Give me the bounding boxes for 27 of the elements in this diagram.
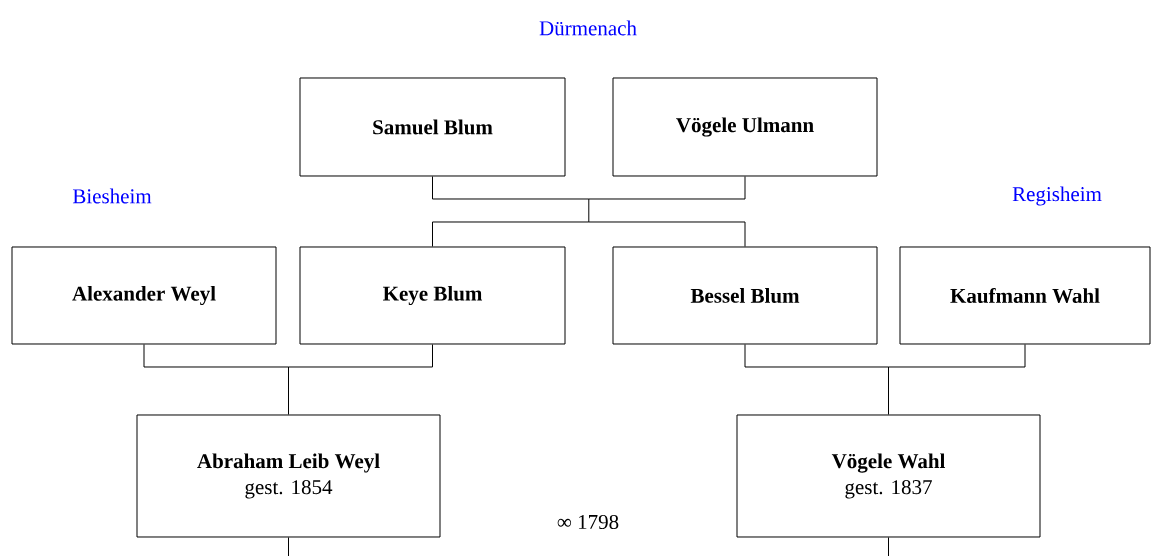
family-line <box>888 366 889 391</box>
family-line <box>432 176 590 200</box>
person-box: Abraham Leib Weyl gest. 1854 <box>136 414 441 538</box>
person-box: Vögele Ulmann <box>612 77 878 177</box>
person-box: Keye Blum <box>299 246 566 345</box>
person-box: Kaufmann Wahl <box>899 246 1151 345</box>
marriage-label: ∞ 1798 <box>557 514 619 530</box>
place-label: Dürmenach <box>539 20 637 36</box>
family-line <box>432 221 590 247</box>
family-line <box>288 389 289 415</box>
family-line <box>888 537 889 556</box>
place-label: Biesheim <box>72 188 152 204</box>
family-line <box>288 537 289 556</box>
family-line <box>588 221 746 247</box>
person-box: Vögele Wahl gest. 1837 <box>736 414 1041 538</box>
family-line <box>143 344 289 368</box>
person-box: Bessel Blum <box>612 246 878 345</box>
person-box: Alexander Weyl <box>11 246 277 345</box>
family-line <box>888 344 1026 368</box>
family-line <box>744 344 889 368</box>
place-label: Regisheim <box>1012 186 1102 206</box>
family-line <box>588 176 746 200</box>
family-line <box>588 198 590 223</box>
family-line <box>288 366 289 391</box>
family-line <box>888 389 889 415</box>
person-box: Samuel Blum <box>299 77 566 177</box>
family-line <box>288 344 433 368</box>
